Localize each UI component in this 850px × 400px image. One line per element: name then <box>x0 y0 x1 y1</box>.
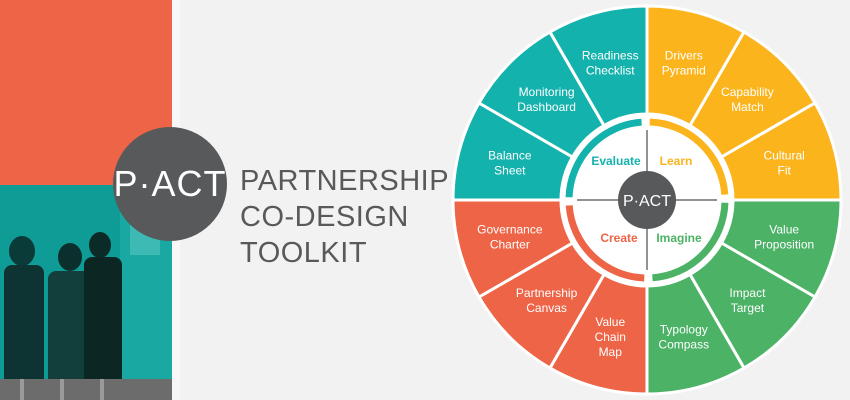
cycle-arc <box>652 202 729 282</box>
pact-logo: P·ACT <box>113 127 227 241</box>
quadrant-learn: Learn <box>660 154 693 168</box>
quadrant-create: Create <box>600 231 638 245</box>
center-label: P·ACT <box>623 193 671 210</box>
cycle-arc <box>649 118 729 195</box>
center-circle <box>618 171 676 229</box>
title-line-3: TOOLKIT <box>240 237 368 269</box>
title-line-1: PARTNERSHIP <box>240 165 450 197</box>
logo-text: P·ACT <box>113 163 227 204</box>
quadrant-evaluate: Evaluate <box>591 154 641 168</box>
quadrant-imagine: Imagine <box>656 231 702 245</box>
cycle-arc <box>565 118 642 198</box>
title-line-2: CO-DESIGN <box>240 201 409 233</box>
cycle-arc <box>565 205 645 282</box>
page-title: PARTNERSHIP CO-DESIGN TOOLKIT <box>240 163 449 271</box>
